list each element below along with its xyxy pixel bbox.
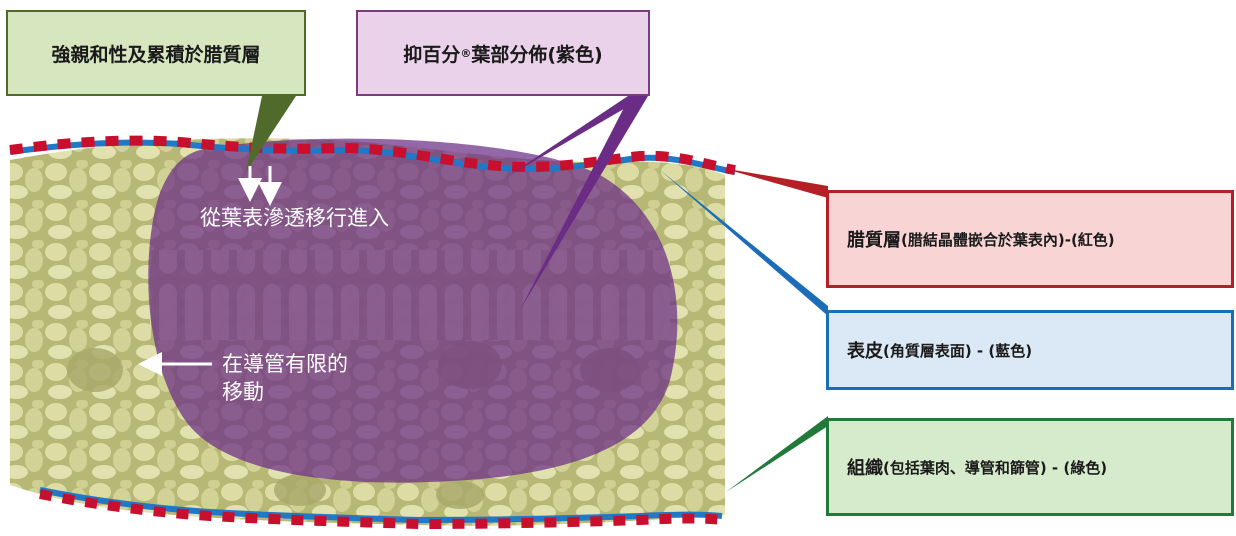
wax-line-bottom <box>39 489 723 530</box>
distribution-zone <box>148 138 678 483</box>
penetrate-annotation: 從葉表滲透移行進入 <box>200 206 389 230</box>
wax-layer-title: 腊質層 <box>847 230 901 251</box>
distribution-callout-pointer-a <box>520 96 648 310</box>
wax-line-top <box>9 135 736 175</box>
cuticle-title: 表皮 <box>847 341 883 362</box>
cuticle-detail: (角質層表面) - (藍色) <box>883 341 1033 360</box>
tissue-title: 組織 <box>847 458 883 479</box>
distribution-callout-pointer-b <box>505 96 646 178</box>
distribution-label-box: 抑百分®葉部分佈(紫色) <box>356 10 650 96</box>
affinity-label: 強親和性及累積於腊質層 <box>51 43 261 66</box>
cuticle-callout-pointer <box>660 170 828 316</box>
limited-movement-line1: 在導管有限的 <box>222 352 348 376</box>
tissue-callout-pointer <box>726 416 828 492</box>
distribution-label-post: 葉部分佈(紫色) <box>471 43 603 66</box>
affinity-label-box: 強親和性及累積於腊質層 <box>6 10 306 96</box>
affinity-callout-pointer <box>246 96 296 172</box>
tissue-label-box: 組織 (包括葉肉、導管和篩管) - (綠色) <box>826 418 1234 516</box>
limited-movement-annotation: 在導管有限的 移動 <box>222 350 348 406</box>
registered-mark: ® <box>460 46 472 60</box>
limited-movement-line2: 移動 <box>222 380 264 404</box>
wax-callout-pointer <box>722 168 828 198</box>
tissue-detail: (包括葉肉、導管和篩管) - (綠色) <box>883 458 1108 477</box>
cuticle-label-box: 表皮 (角質層表面) - (藍色) <box>826 310 1234 390</box>
distribution-label-pre: 抑百分 <box>403 43 461 66</box>
wax-layer-detail: (腊結晶體嵌合於葉表內)-(紅色) <box>901 230 1115 249</box>
wax-layer-label-box: 腊質層(腊結晶體嵌合於葉表內)-(紅色) <box>826 190 1234 288</box>
